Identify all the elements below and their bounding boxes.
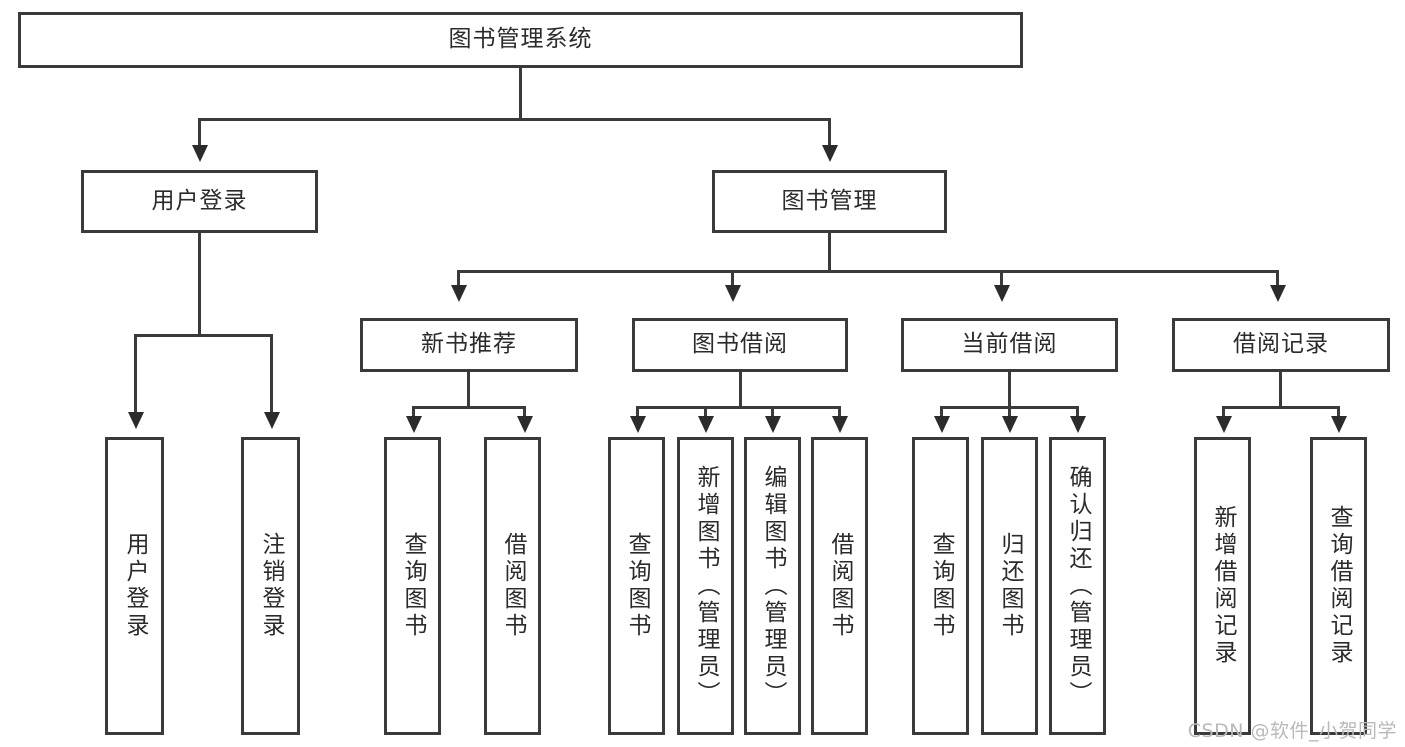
leaf-return-book[interactable]: 归还图书 [981, 437, 1038, 735]
leaf-borrow-book-2[interactable]: 借阅图书 [811, 437, 868, 735]
connector-br-leaf-1 [1222, 406, 1225, 417]
arrow-br-leaf-2 [1331, 416, 1347, 433]
arrow-bb-leaf-1 [630, 416, 646, 433]
node-borrow-record[interactable]: 借阅记录 [1172, 318, 1390, 372]
leaf-edit-book[interactable]: 编辑图书（管理员） [744, 437, 801, 735]
arrow-cb-leaf-1 [934, 416, 950, 433]
leaf-query-record[interactable]: 查询借阅记录 [1310, 437, 1367, 735]
arrow-br-leaf-1 [1216, 416, 1232, 433]
leaf-query-book-1-label: 查询图书 [400, 532, 426, 640]
arrow-cb-leaf-2 [1002, 416, 1018, 433]
connector-root-to-user-login [198, 118, 201, 147]
connector-root-to-book-manage [828, 118, 831, 147]
connector-cb-leaf-2 [1008, 406, 1011, 417]
connector-book-manage-stem [828, 233, 831, 273]
arrow-bm-to-borrow-record [1270, 285, 1286, 302]
node-book-borrow[interactable]: 图书借阅 [632, 318, 848, 372]
connector-bm-to-current-borrow [1000, 270, 1003, 287]
connector-bb-bar [636, 406, 841, 409]
connector-root-stem [519, 68, 522, 120]
leaf-confirm-return-label: 确认归还（管理员） [1065, 464, 1091, 708]
connector-book-manage-bar [457, 270, 1279, 273]
leaf-add-record-label: 新增借阅记录 [1210, 505, 1236, 667]
connector-nbr-leaf-1 [412, 406, 415, 417]
leaf-borrow-book-1[interactable]: 借阅图书 [484, 437, 541, 735]
leaf-query-book-2-label: 查询图书 [624, 532, 650, 640]
connector-cb-leaf-3 [1076, 406, 1079, 417]
leaf-user-logout-label: 注销登录 [258, 532, 284, 640]
node-new-book-recommend-label: 新书推荐 [421, 331, 517, 358]
node-book-borrow-label: 图书借阅 [692, 331, 788, 358]
leaf-add-record[interactable]: 新增借阅记录 [1194, 437, 1251, 735]
node-root-label: 图书管理系统 [448, 26, 593, 53]
connector-cb-leaf-1 [940, 406, 943, 417]
leaf-borrow-book-2-label: 借阅图书 [827, 532, 853, 640]
leaf-query-book-1[interactable]: 查询图书 [384, 437, 441, 735]
connector-br-leaf-2 [1337, 406, 1340, 417]
leaf-query-book-2[interactable]: 查询图书 [608, 437, 665, 735]
node-user-login-label: 用户登录 [151, 187, 248, 214]
leaf-user-login[interactable]: 用户登录 [105, 437, 164, 735]
connector-user-login-bar [134, 334, 273, 337]
leaf-query-record-label: 查询借阅记录 [1326, 505, 1352, 667]
connector-nbr-leaf-2 [523, 406, 526, 417]
connector-nbr-stem [467, 372, 470, 409]
connector-user-login-leaf-1 [134, 334, 137, 414]
connector-bb-stem [739, 372, 742, 409]
arrow-bm-to-current-borrow [994, 285, 1010, 302]
leaf-return-book-label: 归还图书 [997, 532, 1023, 640]
connector-bb-leaf-2 [704, 406, 707, 417]
connector-user-login-stem [198, 233, 201, 336]
arrow-root-to-user-login [192, 145, 208, 162]
arrow-nbr-leaf-1 [406, 416, 422, 433]
arrow-bb-leaf-3 [765, 416, 781, 433]
connector-bb-leaf-4 [838, 406, 841, 417]
arrow-root-to-book-manage [822, 145, 838, 162]
leaf-query-book-3[interactable]: 查询图书 [912, 437, 969, 735]
connector-bb-leaf-3 [771, 406, 774, 417]
arrow-nbr-leaf-2 [517, 416, 533, 433]
connector-user-login-leaf-2 [270, 334, 273, 414]
arrow-user-login-leaf-1 [128, 412, 144, 429]
node-current-borrow-label: 当前借阅 [961, 331, 1058, 358]
leaf-confirm-return[interactable]: 确认归还（管理员） [1049, 437, 1106, 735]
leaf-add-book[interactable]: 新增图书（管理员） [677, 437, 734, 735]
node-book-manage[interactable]: 图书管理 [712, 170, 947, 233]
node-current-borrow[interactable]: 当前借阅 [901, 318, 1118, 372]
node-book-manage-label: 图书管理 [781, 187, 878, 214]
arrow-cb-leaf-3 [1070, 416, 1086, 433]
connector-root-bar [198, 118, 831, 121]
node-borrow-record-label: 借阅记录 [1233, 331, 1329, 358]
connector-br-stem [1279, 372, 1282, 409]
arrow-bm-to-new-book [451, 285, 467, 302]
node-root[interactable]: 图书管理系统 [18, 12, 1023, 68]
arrow-bm-to-book-borrow [725, 285, 741, 302]
leaf-query-book-3-label: 查询图书 [928, 532, 954, 640]
connector-bb-leaf-1 [636, 406, 639, 417]
connector-nbr-bar [412, 406, 526, 409]
connector-cb-stem [1008, 372, 1011, 409]
node-new-book-recommend[interactable]: 新书推荐 [360, 318, 578, 372]
leaf-borrow-book-1-label: 借阅图书 [500, 532, 526, 640]
connector-bm-to-borrow-record [1276, 270, 1279, 287]
node-user-login[interactable]: 用户登录 [81, 170, 318, 233]
connector-br-bar [1222, 406, 1340, 409]
arrow-user-login-leaf-2 [264, 412, 280, 429]
arrow-bb-leaf-2 [698, 416, 714, 433]
leaf-edit-book-label: 编辑图书（管理员） [760, 464, 786, 708]
leaf-user-logout[interactable]: 注销登录 [241, 437, 300, 735]
leaf-add-book-label: 新增图书（管理员） [693, 464, 719, 708]
arrow-bb-leaf-4 [832, 416, 848, 433]
connector-bm-to-book-borrow [731, 270, 734, 287]
leaf-user-login-label: 用户登录 [122, 532, 148, 640]
connector-bm-to-new-book [457, 270, 460, 287]
